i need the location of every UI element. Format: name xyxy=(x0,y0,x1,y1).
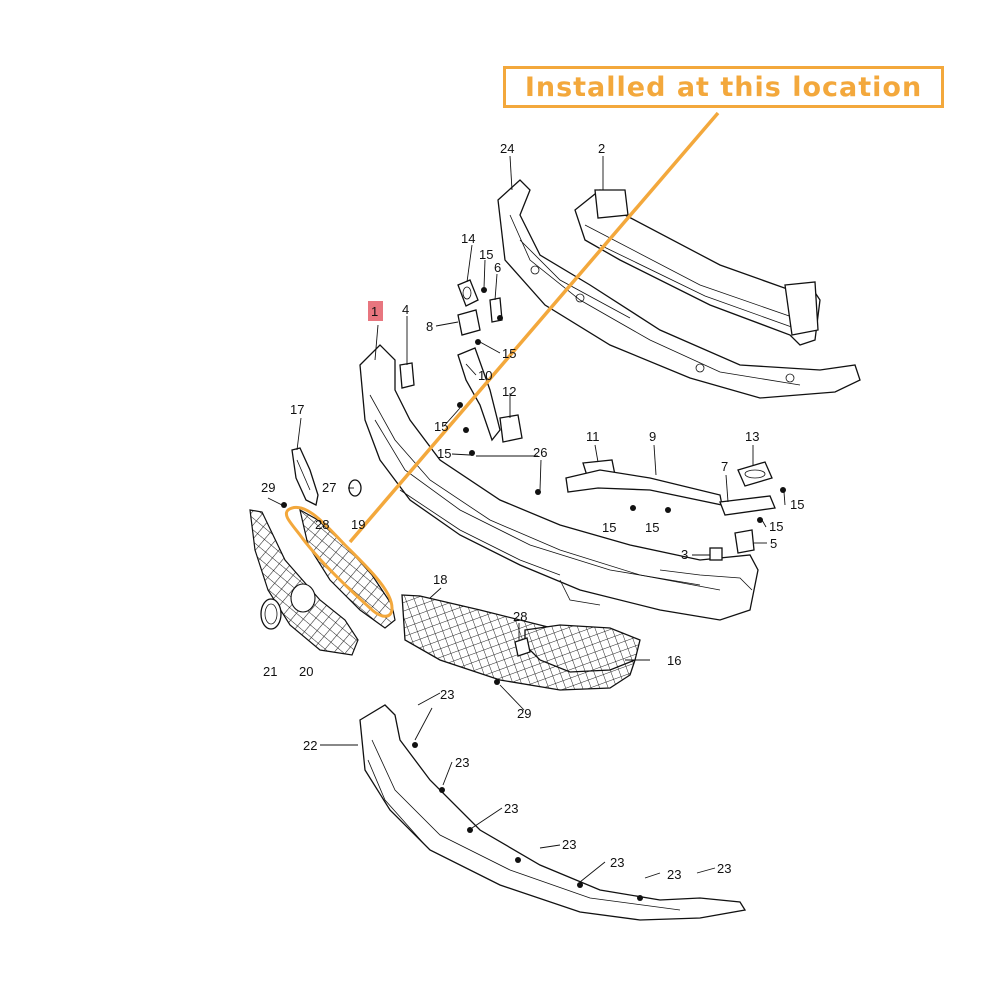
label-28b: 28 xyxy=(513,609,527,624)
label-26: 26 xyxy=(533,445,547,460)
main-grille-part-20 xyxy=(249,509,359,656)
label-24: 24 xyxy=(500,141,514,156)
label-15h: 15 xyxy=(769,519,783,534)
label-7: 7 xyxy=(721,459,728,474)
label-23d: 23 xyxy=(562,837,576,852)
label-11: 11 xyxy=(586,429,600,444)
label-23f: 23 xyxy=(667,867,681,882)
bracket-part-12 xyxy=(499,414,523,443)
bracket-part-5 xyxy=(734,529,755,554)
label-8: 8 xyxy=(426,319,433,334)
label-10: 10 xyxy=(478,368,492,383)
bracket-part-9 xyxy=(565,469,723,506)
label-21: 21 xyxy=(263,664,277,679)
label-13: 13 xyxy=(745,429,759,444)
label-15b: 15 xyxy=(502,346,516,361)
label-1: 1 xyxy=(371,304,378,319)
part-1-highlight xyxy=(368,301,383,321)
lower-spoiler-part-22 xyxy=(359,704,747,921)
location-callout-leader xyxy=(284,111,720,618)
bracket-part-7 xyxy=(719,495,776,516)
label-23a: 23 xyxy=(440,687,454,702)
upper-carrier-part-24 xyxy=(497,179,861,399)
emblem-part-21 xyxy=(260,598,282,630)
label-23b: 23 xyxy=(455,755,469,770)
label-15f: 15 xyxy=(602,520,616,535)
screws xyxy=(281,287,786,685)
label-22: 22 xyxy=(303,738,317,753)
label-16: 16 xyxy=(667,653,681,668)
bracket-part-4 xyxy=(399,362,415,389)
label-27: 27 xyxy=(322,480,336,495)
reinforcement-bar-part-2 xyxy=(574,189,821,346)
label-29a: 29 xyxy=(261,480,275,495)
label-23e: 23 xyxy=(610,855,624,870)
bracket-part-8 xyxy=(457,309,481,336)
label-23g: 23 xyxy=(717,861,731,876)
clip-part-28 xyxy=(514,637,531,657)
part-labels: 1 24 2 14 15 6 4 8 15 10 12 15 15 11 9 1… xyxy=(261,141,804,882)
bumper-cover-part-1[interactable] xyxy=(359,344,759,621)
label-14: 14 xyxy=(461,231,475,246)
label-18: 18 xyxy=(433,572,447,587)
label-2: 2 xyxy=(598,141,605,156)
label-4: 4 xyxy=(402,302,409,317)
side-trim-part-17 xyxy=(291,447,319,506)
label-5: 5 xyxy=(770,536,777,551)
location-callout-box: Installed at this location xyxy=(503,66,944,108)
label-15d: 15 xyxy=(437,446,451,461)
clip-part-3 xyxy=(709,547,723,561)
label-15e: 15 xyxy=(790,497,804,512)
label-9: 9 xyxy=(649,429,656,444)
gasket-part-14 xyxy=(457,279,479,307)
label-3: 3 xyxy=(681,547,688,562)
label-15c: 15 xyxy=(434,419,448,434)
leader-lines xyxy=(267,155,786,883)
location-callout-text: Installed at this location xyxy=(524,71,923,103)
label-28a: 28 xyxy=(315,517,329,532)
label-17: 17 xyxy=(290,402,304,417)
label-29b: 29 xyxy=(517,706,531,721)
label-19: 19 xyxy=(351,517,365,532)
label-12: 12 xyxy=(502,384,516,399)
label-6: 6 xyxy=(494,260,501,275)
label-20: 20 xyxy=(299,664,313,679)
label-15a: 15 xyxy=(479,247,493,262)
label-23c: 23 xyxy=(504,801,518,816)
trim-part-13 xyxy=(737,461,773,487)
side-grille-part-16 xyxy=(524,624,641,673)
label-15g: 15 xyxy=(645,520,659,535)
